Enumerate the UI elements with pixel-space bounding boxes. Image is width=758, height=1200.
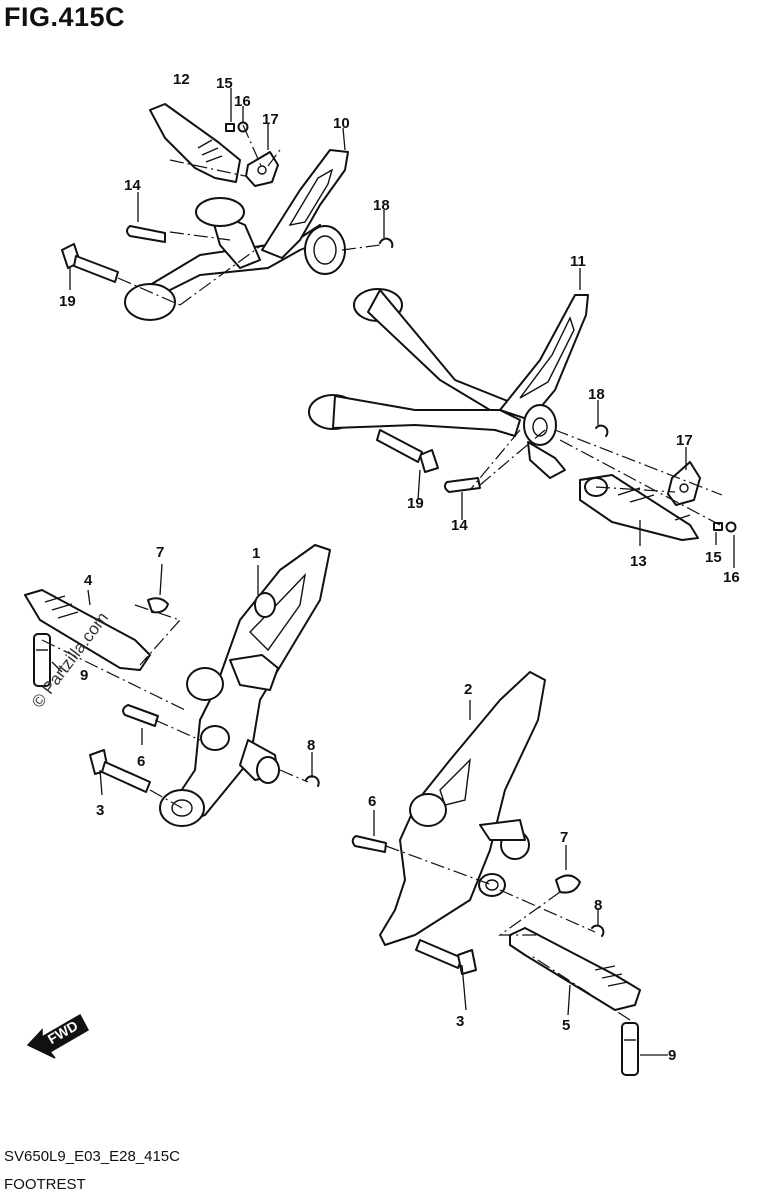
pillion-bracket-left (124, 149, 349, 321)
callout-3: 3 (96, 802, 104, 819)
callout-leaders (51, 88, 735, 1056)
pillion-bracket-right (308, 288, 589, 479)
pillion-footpeg-plate-left (245, 151, 279, 187)
callout-15: 15 (705, 549, 722, 566)
callout-17: 17 (676, 432, 693, 449)
callout-12: 12 (173, 71, 190, 88)
pillion-footpeg-plate-right (667, 461, 701, 506)
rider-bracket-right (379, 671, 546, 946)
assembly-leaders-left (117, 124, 381, 306)
callout-14: 14 (451, 517, 468, 534)
callout-18: 18 (588, 386, 605, 403)
diagram-name: FOOTREST (4, 1176, 86, 1193)
callout-7: 7 (156, 544, 164, 561)
callout-5: 5 (562, 1017, 570, 1034)
rider-bracket-left (159, 544, 331, 827)
rider-hardware-right (351, 835, 639, 1076)
callout-2: 2 (464, 681, 472, 698)
rider-footpeg-right (509, 927, 641, 1011)
callout-19: 19 (407, 495, 424, 512)
fwd-direction-arrow: FWD (26, 1013, 90, 1059)
callout-16: 16 (234, 93, 251, 110)
callout-4: 4 (84, 572, 93, 589)
callout-3: 3 (456, 1013, 464, 1030)
callout-11: 11 (570, 253, 586, 270)
rider-hardware-left (33, 597, 320, 793)
callout-6: 6 (137, 753, 145, 770)
callout-15: 15 (216, 75, 233, 92)
callout-14: 14 (124, 177, 141, 194)
callout-6: 6 (368, 793, 376, 810)
callout-9: 9 (668, 1047, 676, 1064)
callout-10: 10 (333, 115, 350, 132)
callout-18: 18 (373, 197, 390, 214)
rider-assembly-leaders-left (41, 604, 309, 809)
rider-footpeg-left (24, 589, 151, 671)
callout-16: 16 (723, 569, 740, 586)
callout-1: 1 (252, 545, 260, 562)
callout-8: 8 (307, 737, 315, 754)
assembly-leaders-right (469, 429, 723, 526)
pillion-footpeg-left (149, 103, 241, 183)
callout-19: 19 (59, 293, 76, 310)
callout-8: 8 (594, 897, 602, 914)
callout-7: 7 (560, 829, 568, 846)
callout-labels: 1 4 7 9 6 8 3 2 6 7 8 3 5 9 12 15 16 17 … (59, 71, 740, 1064)
pillion-hardware-right (376, 424, 737, 533)
figure-title: FIG.415C (4, 2, 126, 32)
callout-9: 9 (80, 667, 88, 684)
pillion-footpeg-right (579, 474, 699, 541)
callout-17: 17 (262, 111, 279, 128)
rider-assembly-leaders-right (385, 845, 631, 1021)
callout-13: 13 (630, 553, 647, 570)
diagram-code: SV650L9_E03_E28_415C (4, 1148, 180, 1165)
